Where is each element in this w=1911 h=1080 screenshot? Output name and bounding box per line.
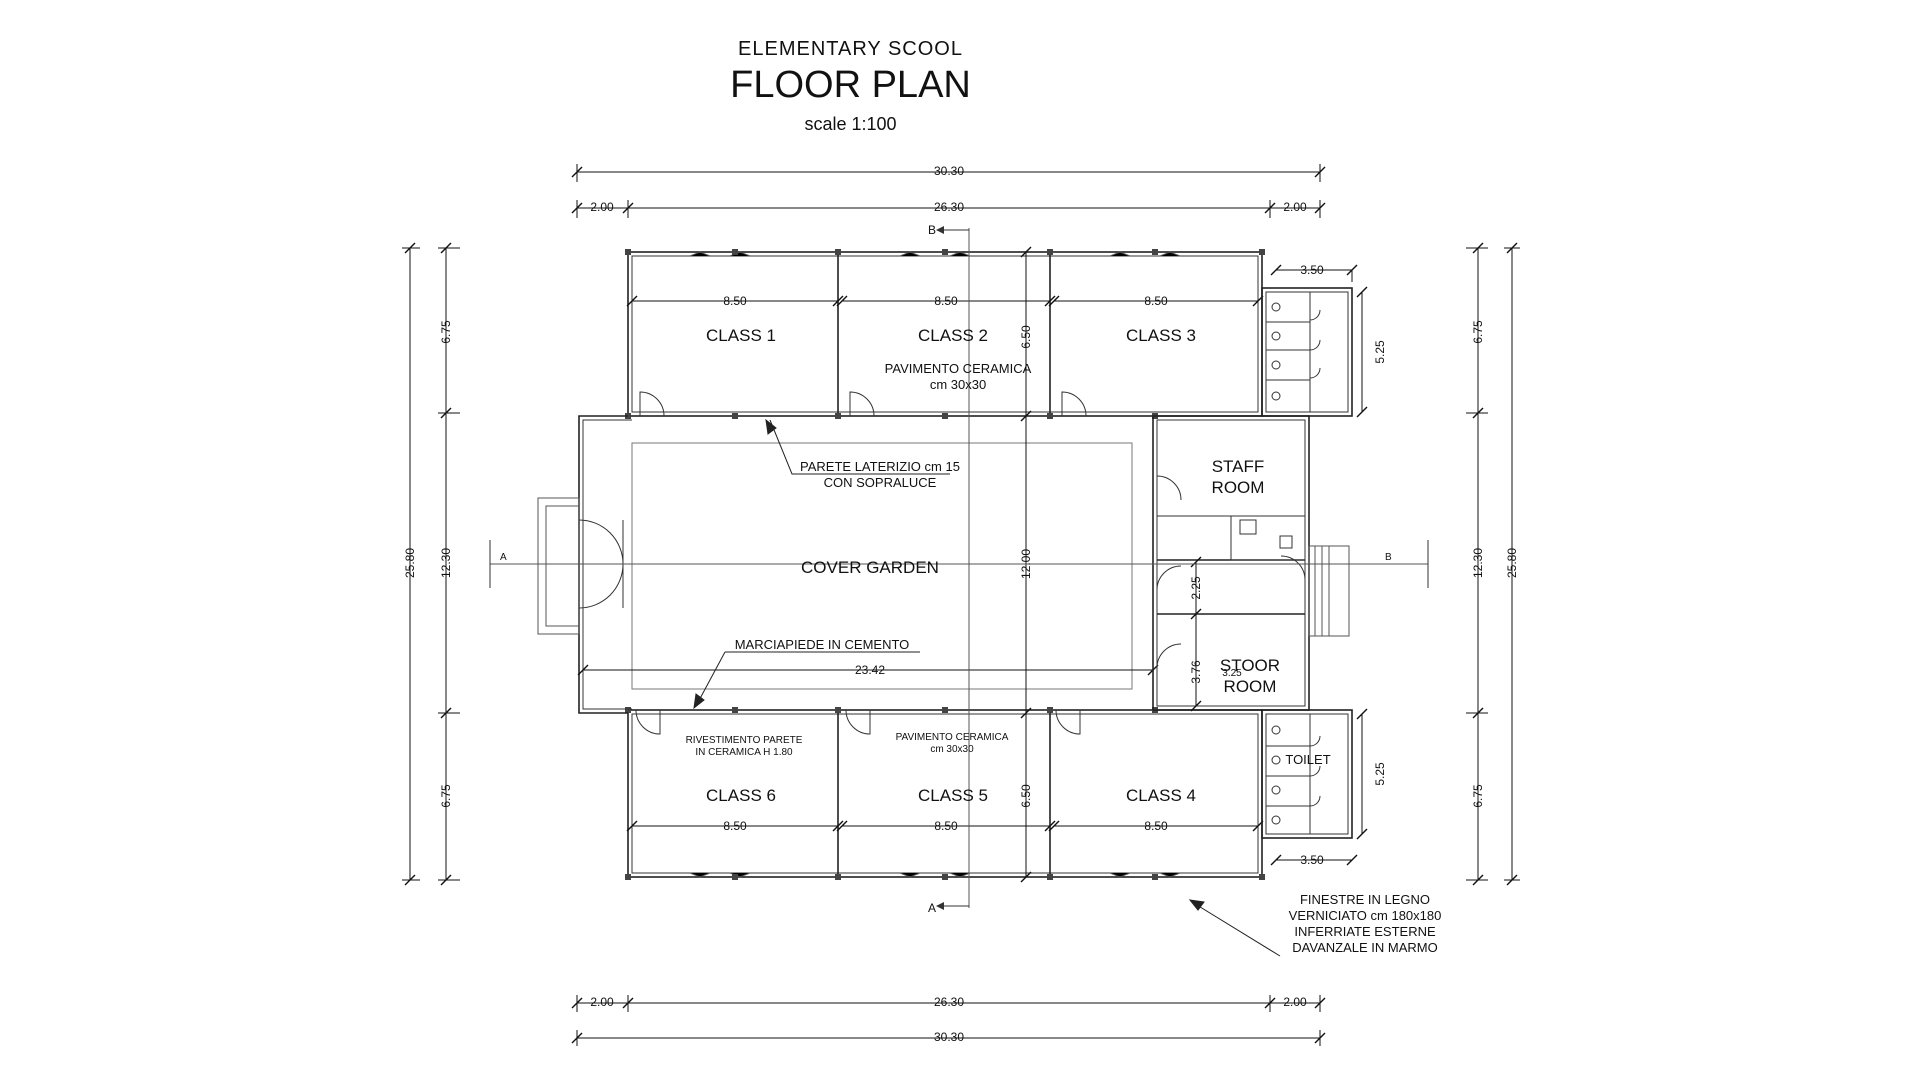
dim-inner-width-bottom: 26.30 bbox=[934, 995, 964, 1009]
dim-class-2-width: 8.50 bbox=[934, 294, 958, 308]
room-stoor-line2: ROOM bbox=[1224, 677, 1277, 696]
toilet-block-bottom bbox=[1261, 708, 1368, 866]
room-class-5: CLASS 5 bbox=[918, 786, 988, 805]
dim-right-middle-depth: 12.30 bbox=[1471, 548, 1485, 578]
right-dimensions bbox=[1466, 242, 1520, 886]
section-a-bottom: A bbox=[928, 901, 936, 915]
dim-right-bottom-depth: 6.75 bbox=[1471, 784, 1485, 808]
dim-left-bottom-depth: 6.75 bbox=[439, 784, 453, 808]
room-class-4: CLASS 4 bbox=[1126, 786, 1196, 805]
dim-garden-width: 23.42 bbox=[855, 663, 885, 677]
dim-store-2: 3.25 bbox=[1222, 668, 1242, 679]
plan-subtitle: ELEMENTARY SCOOL bbox=[738, 38, 963, 60]
room-class-1: CLASS 1 bbox=[706, 326, 776, 345]
section-a-left: A bbox=[500, 552, 507, 563]
room-staff-line2: ROOM bbox=[1212, 478, 1265, 497]
room-class-3: CLASS 3 bbox=[1126, 326, 1196, 345]
room-class-6: CLASS 6 bbox=[706, 786, 776, 805]
dim-margin-bottom-left: 2.00 bbox=[590, 995, 614, 1009]
dim-margin-top-left: 2.00 bbox=[590, 200, 614, 214]
note-cladding-2: IN CERAMICA H 1.80 bbox=[695, 747, 793, 758]
dim-left-middle-depth: 12.30 bbox=[439, 548, 453, 578]
plan-title: FLOOR PLAN bbox=[730, 64, 971, 106]
dim-toilet-top-depth: 5.25 bbox=[1373, 340, 1387, 364]
dim-total-width-bottom: 30.30 bbox=[934, 1030, 964, 1044]
note-windows-2: VERNICIATO cm 180x180 bbox=[1289, 908, 1442, 923]
dim-class-4-width: 8.50 bbox=[1144, 819, 1168, 833]
note-floor-top-2: cm 30x30 bbox=[930, 377, 986, 392]
dim-margin-top-right: 2.00 bbox=[1283, 200, 1307, 214]
note-floor-bottom-1: PAVIMENTO CERAMICA bbox=[896, 732, 1009, 743]
room-stoor-line1: STOOR bbox=[1220, 656, 1280, 675]
plan-scale: scale 1:100 bbox=[804, 114, 897, 134]
room-toilet: TOILET bbox=[1285, 752, 1330, 767]
top-dimensions bbox=[571, 164, 1326, 218]
dim-inner-width-top: 26.30 bbox=[934, 200, 964, 214]
dim-right-total-depth: 25.80 bbox=[1505, 548, 1519, 578]
dim-garden-depth: 12.00 bbox=[1019, 549, 1033, 579]
room-cover-garden: COVER GARDEN bbox=[801, 558, 939, 577]
note-windows-1: FINESTRE IN LEGNO bbox=[1300, 892, 1430, 907]
note-wall-2: CON SOPRALUCE bbox=[824, 475, 937, 490]
dim-right-top-depth: 6.75 bbox=[1471, 320, 1485, 344]
section-b-right: B bbox=[1385, 552, 1392, 563]
dim-left-total-depth: 25.80 bbox=[403, 548, 417, 578]
note-floor-bottom-2: cm 30x30 bbox=[930, 744, 974, 755]
note-wall-1: PARETE LATERIZIO cm 15 bbox=[800, 459, 960, 474]
toilet-block-top bbox=[1261, 264, 1368, 418]
dim-toilet-bottom-depth: 5.25 bbox=[1373, 762, 1387, 786]
section-lines bbox=[489, 226, 1429, 910]
dim-margin-bottom-right: 2.00 bbox=[1283, 995, 1307, 1009]
dim-toilet-top-width: 3.50 bbox=[1300, 263, 1324, 277]
dim-top-class-depth: 6.50 bbox=[1019, 325, 1033, 349]
room-staff-line1: STAFF bbox=[1212, 457, 1265, 476]
note-cladding-1: RIVESTIMENTO PARETE bbox=[686, 735, 803, 746]
dim-bottom-class-depth: 6.50 bbox=[1019, 784, 1033, 808]
dim-store: 3.76 bbox=[1189, 660, 1203, 684]
left-dimensions bbox=[402, 242, 460, 886]
room-class-2: CLASS 2 bbox=[918, 326, 988, 345]
note-windows-3: INFERRIATE ESTERNE bbox=[1294, 924, 1436, 939]
dim-class-6-width: 8.50 bbox=[723, 819, 747, 833]
dim-class-5-width: 8.50 bbox=[934, 819, 958, 833]
leader-lines bbox=[693, 418, 1281, 957]
note-walkway: MARCIAPIEDE IN CEMENTO bbox=[735, 637, 910, 652]
note-windows-4: DAVANZALE IN MARMO bbox=[1292, 940, 1437, 955]
dim-class-1-width: 8.50 bbox=[723, 294, 747, 308]
bottom-dimensions bbox=[571, 995, 1326, 1046]
section-b-top: B bbox=[928, 223, 936, 237]
service-wing bbox=[1152, 415, 1350, 712]
dim-total-width-top: 30.30 bbox=[934, 164, 964, 178]
dim-left-top-depth: 6.75 bbox=[439, 320, 453, 344]
dim-corridor: 2.25 bbox=[1189, 576, 1203, 600]
dim-class-3-width: 8.50 bbox=[1144, 294, 1168, 308]
dim-toilet-bottom-width: 3.50 bbox=[1300, 853, 1324, 867]
note-floor-top-1: PAVIMENTO CERAMICA bbox=[885, 361, 1032, 376]
